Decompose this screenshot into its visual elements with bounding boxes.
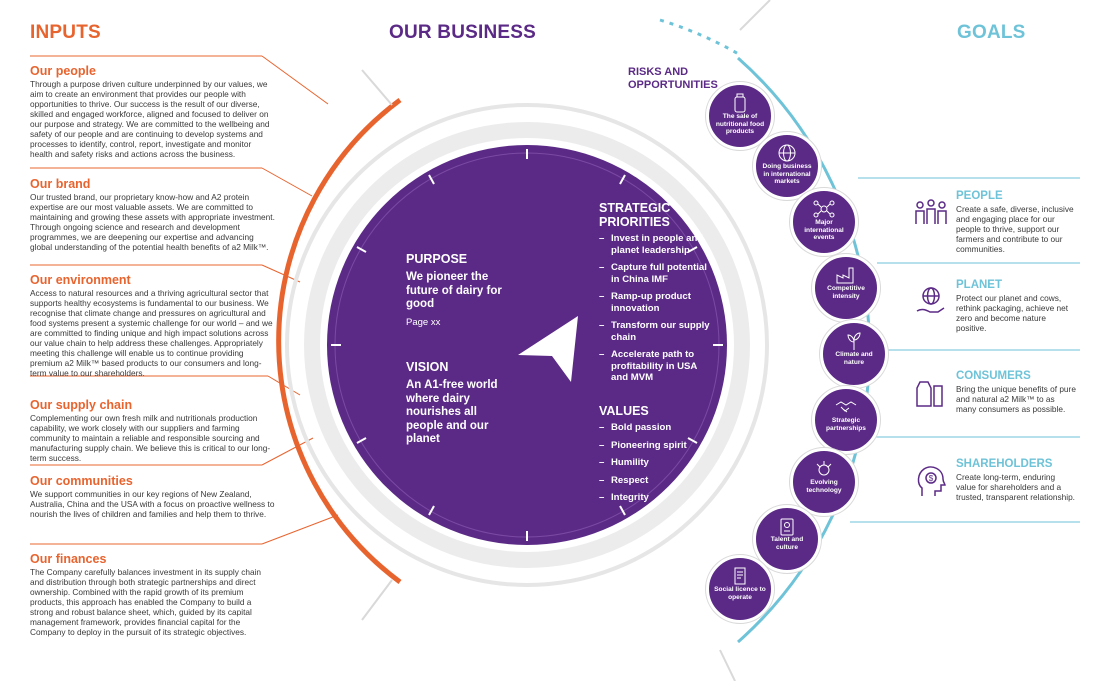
purpose-section: PURPOSE We pioneer the future of dairy f… xyxy=(406,252,516,329)
priority-item: Ramp-up product innovation xyxy=(599,291,714,314)
input-title: Our people xyxy=(30,64,96,78)
input-text: Access to natural resources and a thrivi… xyxy=(30,288,273,378)
badge-icon xyxy=(780,518,794,536)
risk-label: Talent and culture xyxy=(770,536,804,551)
goal-title: PEOPLE xyxy=(956,190,1003,202)
risk-label: Major international events xyxy=(804,219,844,241)
input-title: Our finances xyxy=(30,552,107,566)
risk-label: Social licence to operate xyxy=(714,586,766,601)
tech-icon xyxy=(816,461,832,476)
goal-shareholders: SHAREHOLDERS Create long-term, enduring … xyxy=(956,457,1076,502)
input-title: Our brand xyxy=(30,177,91,191)
plant-icon xyxy=(847,332,861,350)
priorities-list: Invest in people and planet leadership C… xyxy=(599,233,714,384)
business-header: OUR BUSINESS xyxy=(389,22,537,43)
risk-strategic-partnerships: Strategic partnerships xyxy=(812,386,880,454)
input-connectors xyxy=(30,55,339,545)
input-text: Complementing our own fresh milk and nut… xyxy=(30,413,271,463)
priorities-title: STRATEGIC PRIORITIES xyxy=(599,201,671,229)
value-item: Integrity xyxy=(599,492,709,504)
risk-label: Competitive intensity xyxy=(827,285,865,300)
purpose-title: PURPOSE xyxy=(406,252,468,266)
goal-title: SHAREHOLDERS xyxy=(956,458,1053,470)
risk-evolving-technology: Evolving technology xyxy=(790,448,858,516)
goal-title: CONSUMERS xyxy=(956,370,1031,382)
input-title: Our communities xyxy=(30,474,133,488)
purpose-page: Page xx xyxy=(406,316,441,328)
goal-consumers: CONSUMERS Bring the unique benefits of p… xyxy=(956,369,1076,414)
input-text: Through a purpose driven culture underpi… xyxy=(30,79,270,159)
vision-title: VISION xyxy=(406,360,449,374)
handshake-icon xyxy=(835,401,857,413)
outer-ring xyxy=(285,103,769,587)
risk-label: Climate and nature xyxy=(835,351,873,366)
input-finances: Our finances The Company carefully balan… xyxy=(30,552,276,637)
input-communities: Our communities We support communities i… xyxy=(30,474,276,519)
purpose-text: We pioneer the future of dairy for good xyxy=(406,271,502,310)
value-item: Respect xyxy=(599,475,709,487)
milk-icon xyxy=(916,381,943,407)
input-supply-chain: Our supply chain Complementing our own f… xyxy=(30,398,276,463)
goals-header: GOALS xyxy=(957,22,1026,43)
goal-text: Create long-term, enduring value for sha… xyxy=(956,472,1075,502)
value-item: Pioneering spirit xyxy=(599,440,709,452)
input-brand: Our brand Our trusted brand, our proprie… xyxy=(30,177,276,252)
risk-climate-nature: Climate and nature xyxy=(820,320,888,388)
svg-text:$: $ xyxy=(929,474,934,483)
document-icon xyxy=(734,567,746,585)
risk-nutritional-products: The sale of nutritional food products xyxy=(706,82,774,150)
network-icon xyxy=(813,200,835,218)
risks-title: RISKS AND OPPORTUNITIES xyxy=(628,66,718,91)
risk-label: The sale of nutritional food products xyxy=(715,113,765,135)
compass-pointer-icon xyxy=(518,316,578,382)
goal-people: PEOPLE Create a safe, diverse, inclusive… xyxy=(956,189,1076,254)
input-title: Our environment xyxy=(30,273,131,287)
priority-item: Accelerate path to profitability in USA … xyxy=(599,349,714,384)
values-section: VALUES Bold passion Pioneering spirit Hu… xyxy=(599,404,709,510)
values-list: Bold passion Pioneering spirit Humility … xyxy=(599,422,709,504)
input-text: Our trusted brand, our proprietary know-… xyxy=(30,192,275,252)
goal-planet: PLANET Protect our planet and cows, reth… xyxy=(956,278,1076,333)
risk-social-licence: Social licence to operate xyxy=(706,555,774,623)
risk-competitive-intensity: Competitive intensity xyxy=(812,254,880,322)
input-text: We support communities in our key region… xyxy=(30,489,275,519)
risk-international-markets: Doing business in international markets xyxy=(753,132,821,200)
input-text: The Company carefully balances investmen… xyxy=(30,567,262,637)
goal-text: Bring the unique benefits of pure and na… xyxy=(956,384,1076,414)
input-environment: Our environment Access to natural resour… xyxy=(30,273,276,378)
value-item: Humility xyxy=(599,457,709,469)
risk-label: Strategic partnerships xyxy=(826,417,866,432)
bottle-icon xyxy=(734,93,746,113)
risk-label: Doing business in international markets xyxy=(762,163,812,185)
priority-item: Invest in people and planet leadership xyxy=(599,233,714,256)
inputs-arc xyxy=(276,97,402,585)
value-item: Bold passion xyxy=(599,422,709,434)
risk-talent-culture: Talent and culture xyxy=(753,505,821,573)
priority-item: Capture full potential in China IMF xyxy=(599,262,714,285)
vision-text: An A1-free world where dairy nourishes a… xyxy=(406,379,498,445)
factory-icon xyxy=(836,267,854,284)
input-title: Our supply chain xyxy=(30,398,133,412)
globe-icon xyxy=(778,144,796,162)
values-title: VALUES xyxy=(599,404,649,418)
goal-title: PLANET xyxy=(956,279,1002,291)
input-people: Our people Through a purpose driven cult… xyxy=(30,64,276,159)
vision-section: VISION An A1-free world where dairy nour… xyxy=(406,360,511,447)
planet-hand-icon xyxy=(916,287,945,313)
priorities-section: STRATEGIC PRIORITIES Invest in people an… xyxy=(599,201,714,390)
goal-text: Create a safe, diverse, inclusive and en… xyxy=(956,204,1074,254)
goal-text: Protect our planet and cows, rethink pac… xyxy=(956,293,1069,333)
goal-connectors xyxy=(850,177,1080,523)
people-icon xyxy=(915,199,947,224)
inputs-header: INPUTS xyxy=(30,22,101,43)
risk-international-events: Major international events xyxy=(790,188,858,256)
priority-item: Transform our supply chain xyxy=(599,320,714,343)
risk-label: Evolving technology xyxy=(806,479,842,494)
head-dollar-icon: $ xyxy=(917,466,946,496)
